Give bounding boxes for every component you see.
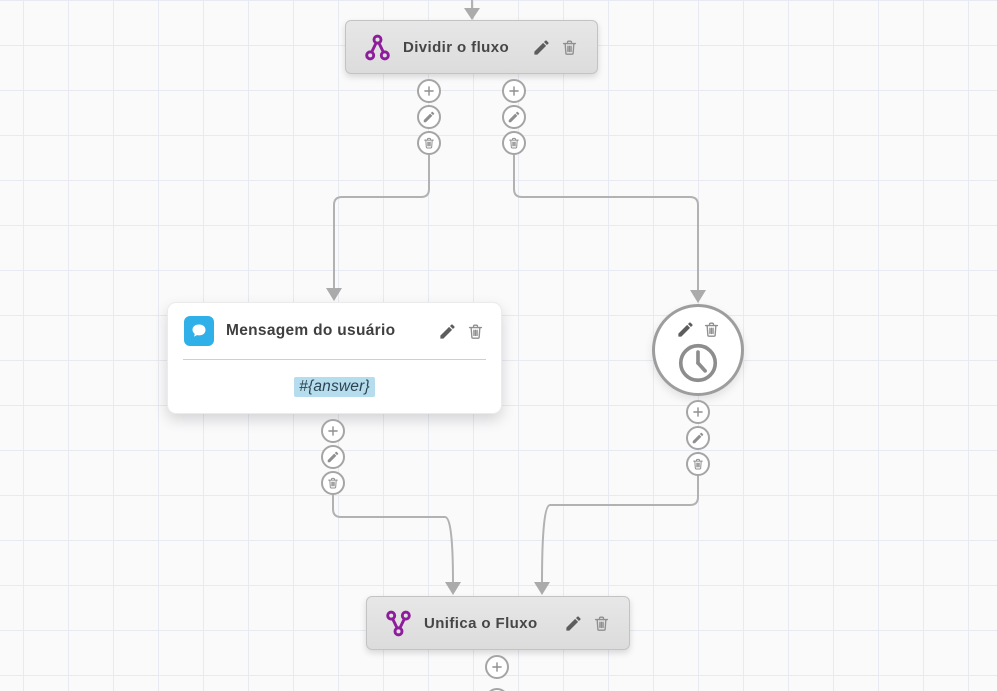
delete-connection-button[interactable] bbox=[417, 131, 441, 155]
arrowhead-into-message bbox=[326, 288, 342, 301]
edit-connection-button[interactable] bbox=[417, 105, 441, 129]
edit-connection-button[interactable] bbox=[502, 105, 526, 129]
node-merge-label: Unifica o Fluxo bbox=[424, 614, 538, 632]
delete-icon[interactable] bbox=[560, 38, 579, 57]
merge-flow-icon bbox=[385, 610, 412, 637]
user-message-label: Mensagem do usuário bbox=[226, 322, 396, 339]
delete-icon[interactable] bbox=[592, 614, 611, 633]
node-split-flow[interactable]: Dividir o fluxo bbox=[345, 20, 598, 74]
add-step-button[interactable] bbox=[502, 79, 526, 103]
add-step-button[interactable] bbox=[417, 79, 441, 103]
delete-connection-button[interactable] bbox=[321, 471, 345, 495]
node-split-label: Dividir o fluxo bbox=[403, 38, 510, 56]
arrowhead-into-split bbox=[464, 8, 480, 20]
add-step-button[interactable] bbox=[321, 419, 345, 443]
edit-connection-button[interactable] bbox=[686, 426, 710, 450]
variable-chip[interactable]: #{answer} bbox=[294, 377, 375, 397]
add-step-button[interactable] bbox=[686, 400, 710, 424]
edit-icon[interactable] bbox=[676, 320, 695, 339]
delete-icon[interactable] bbox=[702, 320, 721, 339]
connector-split-to-delay bbox=[513, 155, 699, 291]
user-message-header: Mensagem do usuário bbox=[168, 303, 501, 359]
node-user-message[interactable]: Mensagem do usuário #{answer} bbox=[167, 302, 502, 414]
edit-icon[interactable] bbox=[438, 322, 457, 341]
delete-connection-button[interactable] bbox=[502, 131, 526, 155]
edit-connection-button[interactable] bbox=[321, 445, 345, 469]
delete-icon[interactable] bbox=[466, 322, 485, 341]
arrowhead-into-merge-right bbox=[534, 582, 550, 595]
node-merge-flow[interactable]: Unifica o Fluxo bbox=[366, 596, 630, 650]
connector-split-to-message bbox=[333, 155, 430, 289]
edit-icon[interactable] bbox=[532, 38, 551, 57]
arrowhead-into-delay bbox=[690, 290, 706, 303]
chat-bubble-icon bbox=[184, 316, 214, 346]
arrowhead-into-merge-left bbox=[445, 582, 461, 595]
clock-icon bbox=[675, 340, 721, 391]
node-delay[interactable] bbox=[652, 304, 744, 396]
user-message-body: #{answer} bbox=[168, 360, 501, 414]
add-step-button[interactable] bbox=[485, 655, 509, 679]
connector-delay-to-merge bbox=[541, 476, 699, 584]
split-flow-icon bbox=[364, 34, 391, 61]
connector-message-to-merge bbox=[332, 495, 454, 584]
card-divider bbox=[183, 359, 486, 360]
delete-connection-button[interactable] bbox=[686, 452, 710, 476]
edit-icon[interactable] bbox=[564, 614, 583, 633]
